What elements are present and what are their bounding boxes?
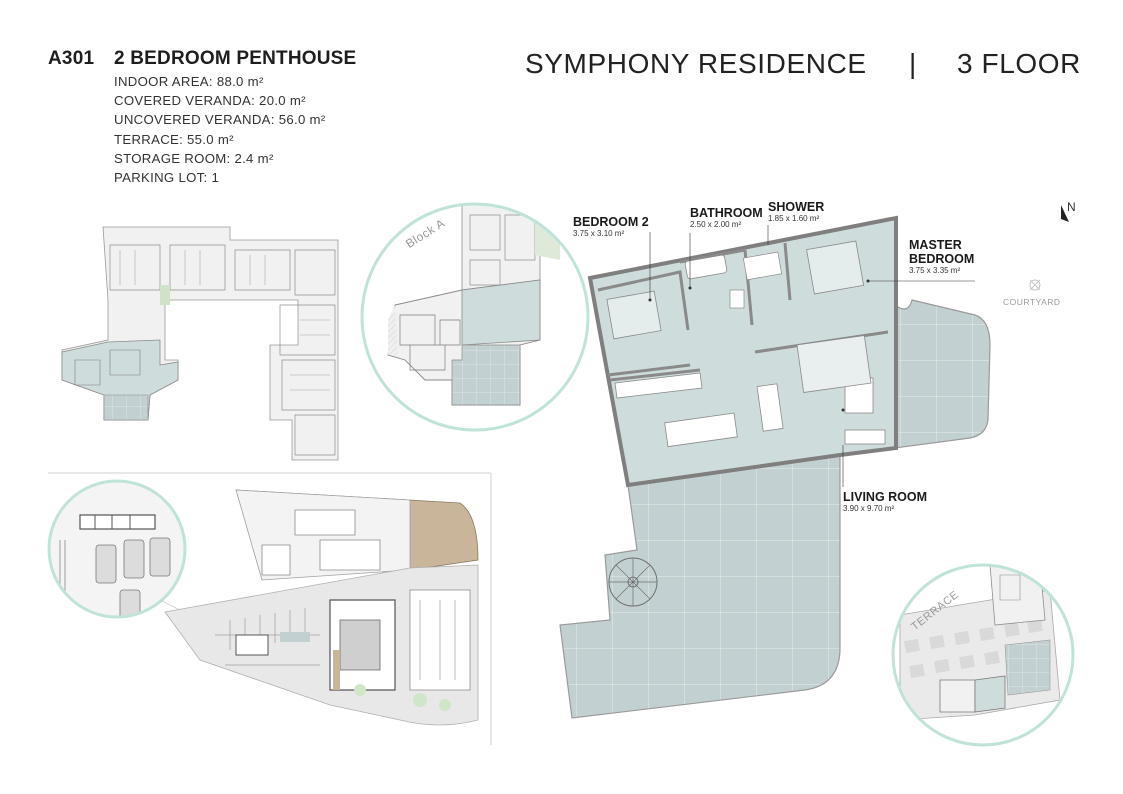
building-overview-plan xyxy=(61,226,339,461)
unit-specs: INDOOR AREA: 88.0 m² COVERED VERANDA: 20… xyxy=(114,72,326,187)
project-name: SYMPHONY RESIDENCE xyxy=(525,48,867,79)
room-dimensions: 3.75 x 3.35 m² xyxy=(909,266,961,275)
spec-parking-lot: PARKING LOT: 1 xyxy=(114,170,220,186)
room-dimensions: 3.75 x 3.10 m² xyxy=(573,229,625,238)
courtyard-label: COURTYARD xyxy=(1003,297,1061,307)
floor-label: 3 FLOOR xyxy=(957,48,1082,79)
block-a-detail-circle xyxy=(360,202,590,432)
apartment-floor-plan xyxy=(559,205,1069,719)
spec-terrace: TERRACE: 55.0 m² xyxy=(114,131,234,147)
room-label-bathroom: BATHROOM 2.50 x 2.00 m² xyxy=(690,206,763,230)
room-name: BATHROOM xyxy=(690,206,763,220)
room-name: LIVING ROOM xyxy=(843,490,928,504)
room-label-master-bedroom: MASTER BEDROOM 3.75 x 3.35 m² xyxy=(909,238,974,276)
spec-storage-room: STORAGE ROOM: 2.4 m² xyxy=(114,150,274,166)
spec-indoor-area: INDOOR AREA: 88.0 m² xyxy=(114,74,264,89)
spec-covered-veranda: COVERED VERANDA: 20.0 m² xyxy=(114,93,306,109)
room-dimensions: 1.85 x 1.60 m² xyxy=(768,214,820,223)
room-dimensions: 2.50 x 2.00 m² xyxy=(690,220,742,229)
unit-code: A301 xyxy=(48,48,95,69)
room-name-line-2: BEDROOM xyxy=(909,252,975,266)
panel-dividers xyxy=(48,472,492,745)
unit-title: 2 BEDROOM PENTHOUSE xyxy=(114,48,357,69)
spec-uncovered-veranda: UNCOVERED VERANDA: 56.0 m² xyxy=(114,112,326,128)
room-dimensions: 3.90 x 9.70 m² xyxy=(843,504,895,513)
room-label-bedroom-2: BEDROOM 2 3.75 x 3.10 m² xyxy=(573,215,649,239)
terrace-detail-circle xyxy=(891,563,1075,747)
room-name: SHOWER xyxy=(768,200,825,214)
room-label-shower: SHOWER 1.85 x 1.60 m² xyxy=(768,200,824,224)
room-name: MASTER xyxy=(909,238,962,252)
site-plan xyxy=(164,489,479,726)
room-name: BEDROOM 2 xyxy=(573,215,649,229)
parking-detail-circle xyxy=(47,479,201,621)
room-label-living-room: LIVING ROOM 3.90 x 9.70 m² xyxy=(843,490,927,514)
north-arrow-label: N xyxy=(1067,200,1076,214)
header-separator: | xyxy=(909,48,917,79)
